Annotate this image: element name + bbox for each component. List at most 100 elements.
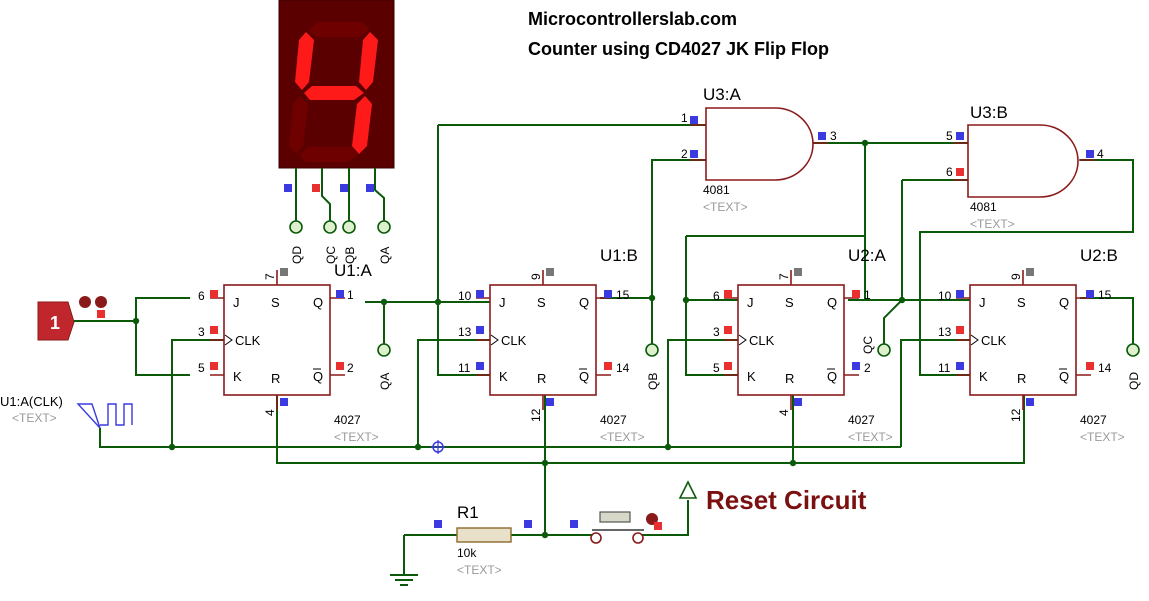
svg-text:K: K bbox=[233, 369, 242, 384]
svg-text:Q: Q bbox=[579, 369, 589, 384]
svg-text:1: 1 bbox=[864, 288, 871, 302]
segment-d bbox=[300, 147, 358, 162]
svg-text:K: K bbox=[747, 369, 756, 384]
svg-text:15: 15 bbox=[616, 288, 630, 302]
svg-text:U3:B: U3:B bbox=[970, 103, 1008, 122]
svg-text:S: S bbox=[1017, 295, 1026, 310]
seven-segment-display[interactable] bbox=[278, 0, 395, 192]
svg-text:<TEXT>: <TEXT> bbox=[1080, 430, 1125, 444]
svg-text:4081: 4081 bbox=[703, 183, 730, 197]
probe-ff-qa[interactable] bbox=[377, 343, 391, 357]
svg-text:Q: Q bbox=[1059, 369, 1069, 384]
svg-text:U2:B: U2:B bbox=[1080, 246, 1118, 265]
probe-ff-qb[interactable] bbox=[645, 343, 659, 357]
clock-text: <TEXT> bbox=[12, 411, 57, 425]
svg-text:R: R bbox=[537, 371, 546, 386]
svg-text:4: 4 bbox=[263, 409, 277, 416]
svg-text:3: 3 bbox=[198, 325, 205, 339]
svg-text:U1:A: U1:A bbox=[334, 261, 372, 280]
probe-label-qc: QC bbox=[324, 246, 338, 264]
svg-text:6: 6 bbox=[946, 165, 953, 179]
svg-text:<TEXT>: <TEXT> bbox=[600, 430, 645, 444]
svg-text:11: 11 bbox=[458, 361, 471, 375]
flipflop-u1b[interactable]: J S Q CLK K R Q 10 13 11 15 14 9 12 U1:B… bbox=[458, 246, 645, 444]
svg-text:U1:B: U1:B bbox=[600, 246, 638, 265]
and-gate-u3b[interactable]: 5 6 4 U3:B 4081 <TEXT> bbox=[946, 103, 1104, 231]
svg-text:3: 3 bbox=[830, 129, 837, 143]
svg-text:Q: Q bbox=[827, 295, 837, 310]
svg-text:11: 11 bbox=[938, 361, 951, 375]
clock-generator[interactable]: U1:A(CLK) <TEXT> bbox=[0, 394, 133, 429]
segment-c bbox=[352, 96, 372, 154]
probe-qc[interactable] bbox=[323, 220, 337, 234]
svg-text:4027: 4027 bbox=[1080, 413, 1107, 427]
svg-text:9: 9 bbox=[529, 273, 543, 280]
probe-label-qb: QB bbox=[343, 247, 357, 264]
probe-label-qa: QA bbox=[378, 247, 392, 264]
probe-ff-label-qd: QD bbox=[1127, 372, 1141, 390]
svg-text:10: 10 bbox=[938, 289, 952, 303]
svg-text:U3:A: U3:A bbox=[703, 85, 741, 104]
resistor-r1[interactable]: R1 10k <TEXT> bbox=[434, 503, 532, 577]
ground-symbol bbox=[390, 574, 418, 586]
probe-ff-qc[interactable] bbox=[877, 343, 891, 357]
site-title: Microcontrollerslab.com bbox=[528, 9, 737, 29]
probe-ff-qd[interactable] bbox=[1126, 343, 1140, 357]
svg-text:4: 4 bbox=[777, 409, 791, 416]
svg-text:10k: 10k bbox=[457, 546, 477, 560]
svg-text:CLK: CLK bbox=[749, 333, 775, 348]
svg-text:Q: Q bbox=[313, 295, 323, 310]
flipflop-u1a[interactable]: J S Q CLK K R Q 6 3 5 1 2 7 4 U1:A 4027 … bbox=[198, 261, 379, 444]
svg-text:9: 9 bbox=[1009, 273, 1023, 280]
svg-text:4027: 4027 bbox=[848, 413, 875, 427]
flipflop-u2b[interactable]: J S Q CLK K R Q 10 13 11 15 14 9 12 U2:B… bbox=[938, 246, 1125, 444]
svg-text:Q: Q bbox=[827, 369, 837, 384]
svg-text:K: K bbox=[979, 369, 988, 384]
probe-ff-label-qb: QB bbox=[646, 373, 660, 390]
svg-text:2: 2 bbox=[681, 147, 688, 161]
probe-qb[interactable] bbox=[342, 220, 356, 234]
svg-text:15: 15 bbox=[1098, 288, 1112, 302]
logic-state-source[interactable]: 1 bbox=[37, 296, 118, 341]
svg-text:J: J bbox=[979, 295, 986, 310]
svg-text:5: 5 bbox=[198, 361, 205, 375]
svg-text:S: S bbox=[271, 295, 280, 310]
power-terminal bbox=[678, 480, 698, 499]
svg-text:Q: Q bbox=[313, 369, 323, 384]
svg-text:4081: 4081 bbox=[970, 200, 997, 214]
svg-text:<TEXT>: <TEXT> bbox=[848, 430, 893, 444]
svg-text:1: 1 bbox=[681, 111, 688, 125]
svg-text:J: J bbox=[233, 295, 240, 310]
svg-text:6: 6 bbox=[198, 289, 205, 303]
svg-text:14: 14 bbox=[616, 361, 630, 375]
svg-text:S: S bbox=[537, 295, 546, 310]
svg-text:14: 14 bbox=[1098, 361, 1112, 375]
svg-text:R: R bbox=[1017, 371, 1026, 386]
probe-qd[interactable] bbox=[289, 220, 303, 234]
and-gate-u3a[interactable]: 1 2 3 U3:A 4081 <TEXT> bbox=[681, 85, 837, 214]
svg-text:S: S bbox=[785, 295, 794, 310]
svg-text:<TEXT>: <TEXT> bbox=[703, 200, 748, 214]
svg-text:2: 2 bbox=[864, 361, 871, 375]
svg-text:4027: 4027 bbox=[600, 413, 627, 427]
svg-text:1: 1 bbox=[347, 288, 354, 302]
flipflop-u2a[interactable]: J S Q CLK K R Q 6 3 5 1 2 7 4 U2:A 4027 … bbox=[713, 246, 893, 444]
svg-text:Q: Q bbox=[1059, 295, 1069, 310]
svg-text:CLK: CLK bbox=[981, 333, 1007, 348]
probe-qa[interactable] bbox=[377, 220, 391, 234]
svg-text:<TEXT>: <TEXT> bbox=[457, 563, 502, 577]
svg-text:U2:A: U2:A bbox=[848, 246, 886, 265]
svg-text:13: 13 bbox=[458, 325, 472, 339]
probe-ff-label-qa: QA bbox=[378, 373, 392, 390]
segment-a bbox=[308, 22, 370, 37]
svg-text:2: 2 bbox=[347, 361, 354, 375]
probe-label-qd: QD bbox=[290, 246, 304, 264]
svg-text:R1: R1 bbox=[457, 503, 479, 522]
svg-text:3: 3 bbox=[713, 325, 720, 339]
svg-text:J: J bbox=[747, 295, 754, 310]
logic-source-value: 1 bbox=[50, 313, 60, 333]
reset-pushbutton[interactable] bbox=[570, 511, 662, 544]
svg-text:5: 5 bbox=[713, 361, 720, 375]
